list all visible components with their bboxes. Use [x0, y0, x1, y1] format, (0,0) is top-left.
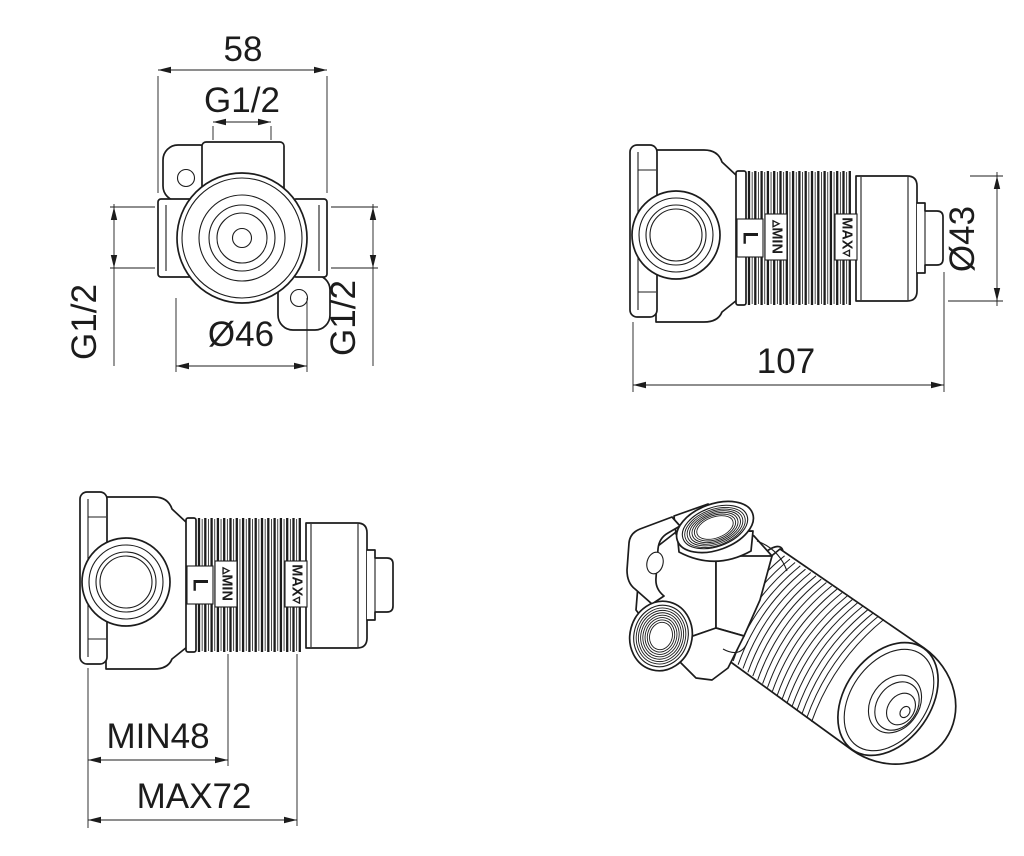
marking-min-text: ▵MIN	[769, 219, 785, 254]
install-view-dimensions: MIN48 MAX72	[87, 654, 298, 828]
dimension-face-diameter: Ø46	[175, 298, 308, 372]
dim-label-max72: MAX72	[137, 777, 252, 816]
dimension-thread-top: G1/2	[204, 81, 280, 140]
valve-face-circles	[176, 172, 308, 304]
dim-label-min48: MIN48	[106, 717, 209, 756]
spindle-stub	[916, 202, 944, 274]
install-view-machine	[78, 490, 395, 671]
dimension-min-depth: MIN48	[87, 654, 229, 828]
marking-l-text: L	[739, 232, 762, 245]
marking-max-label: MAX▿	[834, 213, 858, 261]
front-ear-top-left-hole	[176, 168, 196, 188]
cartridge-cylinder-end	[855, 175, 918, 302]
iso-end-cap	[837, 641, 939, 757]
front-view: 58 G1/2 Ø46 G1/2	[65, 30, 378, 372]
iso-wall-flange	[626, 516, 681, 605]
isometric-view	[626, 500, 957, 765]
dim-label-d43: Ø43	[943, 206, 982, 272]
marking-min-label: ▵MIN	[764, 213, 788, 261]
iso-flange-hole	[646, 551, 664, 575]
dim-label-g12-left: G1/2	[65, 284, 104, 360]
dimension-diameter-43: Ø43	[943, 172, 1003, 306]
marking-max-text: MAX▿	[839, 217, 855, 257]
front-ear-bottom-right-hole	[289, 288, 309, 308]
dimension-length-107: 107	[632, 272, 945, 392]
dim-label-d46: Ø46	[208, 315, 274, 354]
iso-port-top	[675, 500, 755, 563]
dimension-width-58: 58	[157, 30, 328, 193]
dimension-thread-right: G1/2	[324, 204, 378, 366]
iso-port-left	[628, 600, 694, 672]
dim-label-58: 58	[224, 30, 263, 69]
side-view-dimensions: Ø43 107	[632, 172, 1003, 392]
marking-l-tab: L	[736, 218, 764, 258]
side-view-machine: L ▵MIN MAX▿	[629, 144, 944, 323]
dim-label-g12-right: G1/2	[324, 280, 363, 356]
dim-label-g12-top: G1/2	[204, 81, 280, 120]
dim-label-107: 107	[757, 342, 815, 381]
dimension-max-depth: MAX72	[88, 654, 298, 826]
side-port-circles	[631, 190, 721, 280]
dimension-thread-left: G1/2	[65, 204, 155, 366]
